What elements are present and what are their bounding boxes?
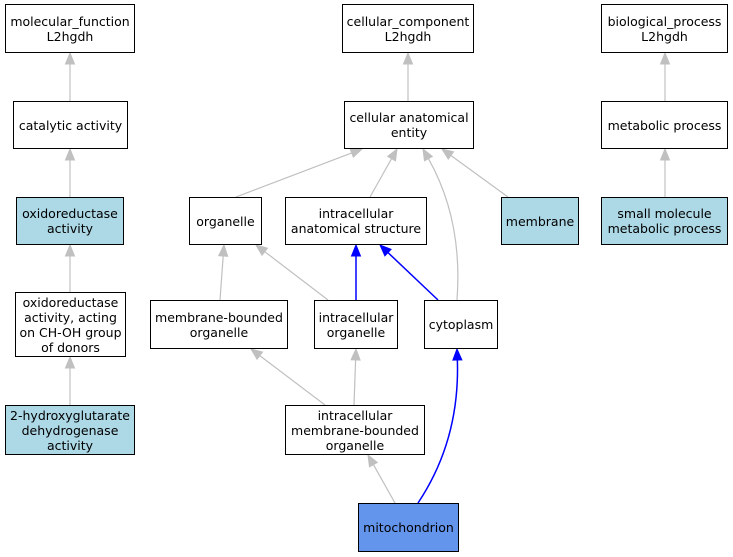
arrowhead-membrane-to-cae [440,148,455,161]
arrowhead-smmp-to-metab [659,147,671,161]
node-intracellular-organelle[interactable]: intracellular organelle [314,300,398,349]
node-intracellular-anatomical-structure[interactable]: intracellular anatomical structure [285,197,427,245]
arrowhead-organelle-to-cae [349,148,364,158]
arrowhead-metab-to-bp_root [659,51,671,65]
edge-imbo-to-io [353,359,357,406]
edge-cyto-to-cae [427,158,459,301]
edge-mito-to-cyto [417,359,459,504]
node-membrane[interactable]: membrane [501,197,579,245]
arrowhead-mito-to-cyto [452,347,463,361]
edge-imbo-to-mbo [259,355,326,406]
arrowhead-io-to-organelle [254,244,269,257]
arrowhead-imbo-to-io [350,347,361,361]
node-small-molecule-metabolic-process[interactable]: small molecule metabolic process [601,197,728,245]
edge-organelle-to-cae [235,152,352,198]
edge-cyto-to-ias [387,252,439,301]
node-biological-process[interactable]: biological_process L2hgdh [601,4,728,53]
arrowhead-ias-to-cae [386,147,398,162]
arrowhead-cae-to-cc_root [402,51,414,65]
arrowhead-cyto-to-ias [379,244,392,257]
node-2-hydroxyglutarate-dehydrogenase[interactable]: 2-hydroxyglutarate dehydrogenase activit… [5,405,135,455]
node-catalytic-activity[interactable]: catalytic activity [13,101,128,149]
node-intracellular-membrane-bounded-organelle[interactable]: intracellular membrane-bounded organelle [285,405,425,455]
node-molecular-function[interactable]: molecular_function L2hgdh [5,4,135,53]
edge-mito-to-imbo [372,464,396,504]
edge-membrane-to-cae [450,154,509,198]
arrowhead-hgdh-to-oxred_ch [64,355,76,369]
arrowhead-mito-to-imbo [367,453,379,468]
node-oxidoreductase-activity[interactable]: oxidoreductase activity [16,197,124,245]
node-organelle[interactable]: organelle [189,197,262,245]
node-cellular-anatomical-entity[interactable]: cellular anatomical entity [344,101,474,149]
node-mitochondrion[interactable]: mitochondrion [358,503,459,552]
node-cytoplasm[interactable]: cytoplasm [424,300,498,349]
node-oxidoreductase-ch-oh[interactable]: oxidoreductase activity, acting on CH-OH… [15,292,126,357]
arrowhead-imbo-to-mbo [249,348,264,361]
node-membrane-bounded-organelle[interactable]: membrane-bounded organelle [150,300,288,349]
node-metabolic-process[interactable]: metabolic process [601,101,728,149]
edge-ias-to-cae [369,158,393,198]
arrowhead-oxred-to-cat [64,147,76,161]
arrowhead-cyto-to-cae [422,147,434,162]
arrowhead-oxred_ch-to-oxred [64,243,76,257]
arrowhead-cat-to-mf_root [64,51,76,65]
node-cellular-component[interactable]: cellular_component L2hgdh [342,4,474,53]
edge-io-to-organelle [264,251,329,301]
arrowhead-mbo-to-organelle [217,243,229,257]
arrowhead-io-to-ias [350,243,362,257]
edge-mbo-to-organelle [219,255,224,301]
